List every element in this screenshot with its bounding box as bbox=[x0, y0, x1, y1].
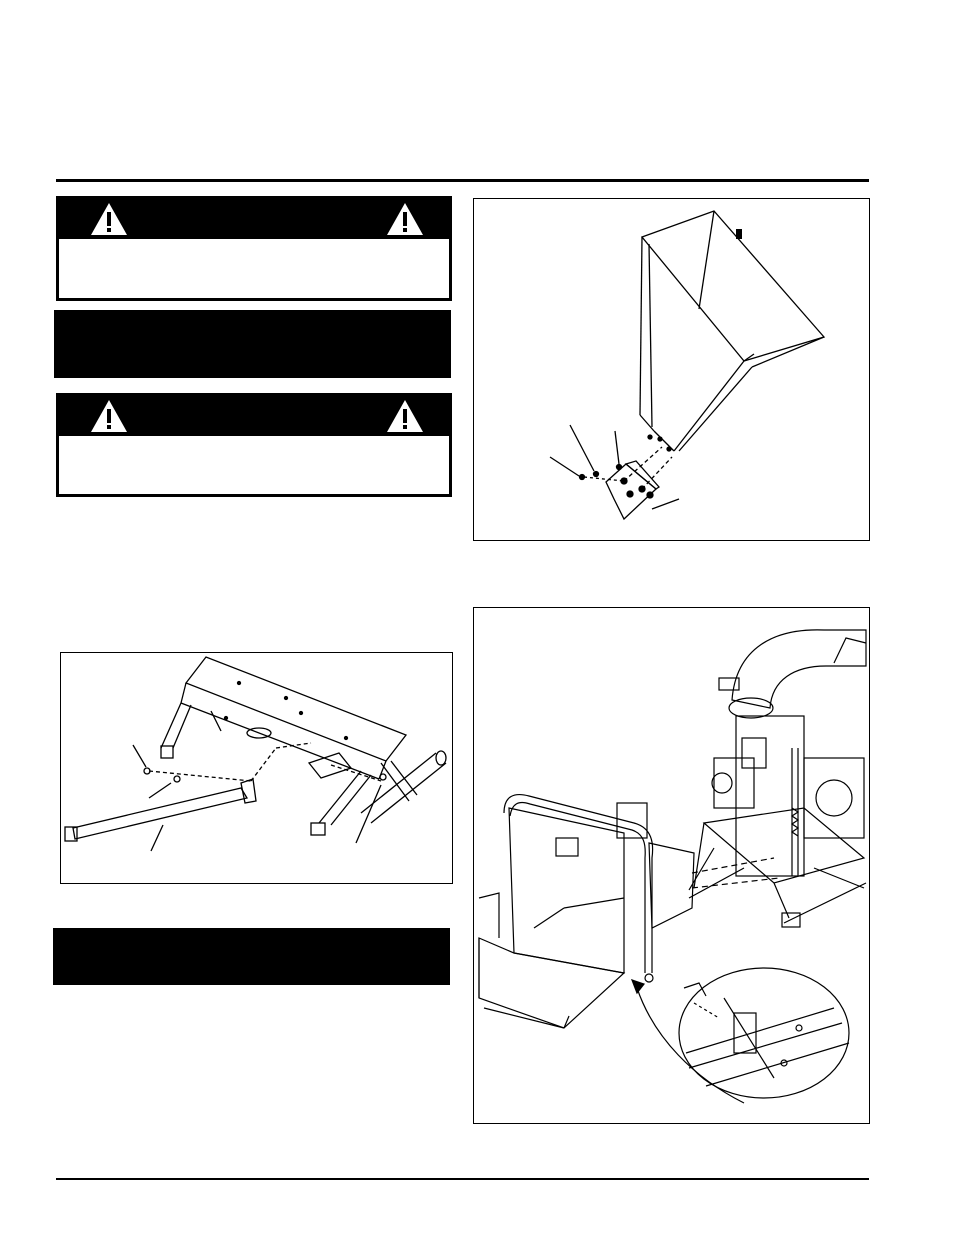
header-rule bbox=[56, 179, 869, 182]
warning-text bbox=[59, 239, 449, 298]
warning-triangle-icon bbox=[91, 400, 127, 432]
notice-box-2 bbox=[53, 928, 450, 985]
frame-drawing bbox=[64, 656, 447, 852]
chipper-hopper-assembly-figure bbox=[473, 607, 870, 1124]
notice-box-1 bbox=[54, 310, 451, 378]
chipper-drawing bbox=[478, 629, 867, 1104]
warning-header bbox=[59, 396, 449, 436]
warning-triangle-icon bbox=[387, 203, 423, 235]
warning-triangle-icon bbox=[387, 400, 423, 432]
footer-rule bbox=[56, 1178, 869, 1180]
warning-triangle-icon bbox=[91, 203, 127, 235]
warning-box-1 bbox=[56, 196, 452, 301]
frame-support-bar-figure bbox=[60, 652, 453, 884]
hopper-mounting-bracket-figure bbox=[473, 198, 870, 541]
hopper-drawing bbox=[549, 210, 826, 521]
warning-header bbox=[59, 199, 449, 239]
warning-box-2 bbox=[56, 393, 452, 497]
warning-text bbox=[59, 436, 449, 494]
